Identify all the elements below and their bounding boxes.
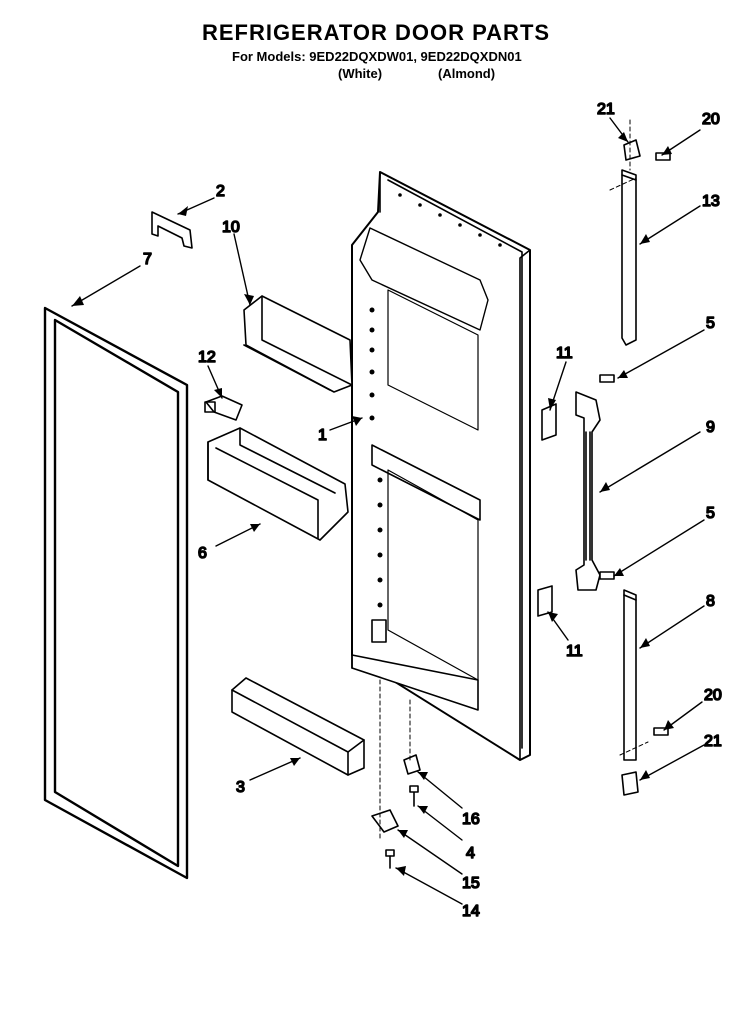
models-line: For Models: 9ED22DQXDW01, 9ED22DQXDN01	[232, 49, 522, 64]
part-2-bracket	[151, 211, 193, 249]
callout-label: 20	[704, 687, 722, 704]
callout-labels: 2 10 7 12 1 6 3 21 20 13 5 11 9 5 11 8 2…	[142, 100, 722, 921]
callout-label: 11	[556, 345, 573, 362]
part-11-lower-cap	[537, 585, 553, 617]
part-9-handle	[575, 391, 601, 591]
diagram-title: REFRIGERATOR DOOR PARTS	[201, 20, 551, 45]
part-20-upper-screw	[655, 152, 671, 161]
callout-label: 7	[143, 251, 152, 268]
callout-label: 10	[222, 219, 240, 236]
callout-label: 2	[216, 183, 225, 200]
color-white-label: (White)	[338, 66, 383, 81]
callout-label: 5	[706, 505, 715, 522]
part-15-screw	[385, 849, 395, 869]
part-6-door-bin	[207, 427, 349, 541]
callout-label: 8	[706, 593, 715, 610]
callout-label: 13	[702, 193, 720, 210]
part-21-lower-end-cap	[621, 771, 639, 796]
part-4-lower-shelf	[231, 677, 365, 776]
callout-label: 21	[597, 101, 615, 118]
part-20-lower-screw	[653, 727, 669, 736]
part-3-dairy-compartment	[243, 295, 353, 393]
callout-label: 11	[566, 643, 583, 660]
callout-label: 6	[198, 545, 207, 562]
callout-label: 9	[706, 419, 715, 436]
callout-leaders	[71, 117, 705, 905]
callout-label: 15	[462, 875, 480, 892]
callout-label: 14	[462, 903, 480, 920]
part-7-lower-trim	[623, 589, 637, 761]
assembly-guide-lines	[379, 119, 649, 841]
callout-label: 4	[466, 845, 475, 862]
callout-arrowheads	[72, 132, 674, 876]
part-11-upper-cap	[541, 403, 557, 441]
part-10-hinge-bracket	[371, 809, 399, 833]
part-12-clip	[204, 395, 243, 421]
part-14-hinge-pin	[403, 754, 421, 775]
color-almond-label: (Almond)	[438, 66, 496, 81]
part-21-upper-end-cap	[623, 139, 641, 161]
callout-label: 3	[236, 779, 245, 796]
callout-label: 1	[318, 427, 327, 444]
callout-label: 12	[198, 349, 216, 366]
part-8-door-gasket	[43, 306, 189, 880]
callout-label: 16	[462, 811, 480, 828]
part-5-upper-screw	[599, 374, 615, 383]
callout-label: 5	[706, 315, 715, 332]
part-1-door-liner	[351, 171, 531, 761]
callout-label: 21	[704, 733, 722, 750]
part-5-lower-screw	[599, 571, 615, 580]
part-14-screw	[409, 785, 419, 807]
callout-label: 20	[702, 111, 720, 128]
part-13-upper-trim	[621, 169, 637, 346]
